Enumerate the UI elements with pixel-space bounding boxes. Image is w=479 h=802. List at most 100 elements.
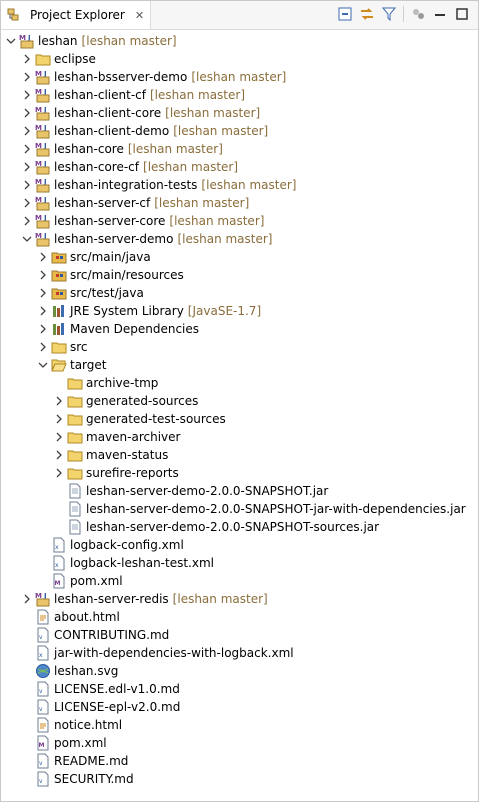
xml-file-icon: x — [35, 645, 51, 661]
tree-item[interactable]: eclipse — [1, 50, 96, 68]
no-expander — [21, 716, 33, 734]
svg-text:M: M — [35, 142, 42, 150]
collapse-all-icon[interactable] — [337, 6, 353, 22]
tree-item-label: target — [70, 358, 107, 372]
chevron-right-icon[interactable] — [21, 104, 33, 122]
tab-project-explorer[interactable]: Project Explorer ✕ — [1, 1, 152, 29]
tree-item[interactable]: surefire-reports — [1, 464, 179, 482]
minimize-icon[interactable] — [432, 6, 448, 22]
no-expander — [37, 554, 49, 572]
folder-icon — [67, 429, 83, 445]
tree-item-label: leshan-server-demo-2.0.0-SNAPSHOT-jar-wi… — [86, 502, 466, 516]
chevron-right-icon[interactable] — [21, 158, 33, 176]
tree-item[interactable]: maven-status — [1, 446, 168, 464]
tree-item-decoration: [leshan master] — [81, 34, 177, 48]
chevron-right-icon[interactable] — [37, 248, 49, 266]
chevron-right-icon[interactable] — [53, 428, 65, 446]
view-tab-bar: Project Explorer ✕ — [1, 1, 478, 30]
chevron-right-icon[interactable] — [21, 68, 33, 86]
chevron-right-icon[interactable] — [37, 284, 49, 302]
chevron-right-icon[interactable] — [21, 194, 33, 212]
tree-item[interactable]: notice.html — [1, 716, 122, 734]
chevron-right-icon[interactable] — [21, 122, 33, 140]
tree-item-label: LICENSE.edl-v1.0.md — [54, 682, 180, 696]
chevron-right-icon[interactable] — [53, 410, 65, 428]
maximize-icon[interactable] — [454, 6, 470, 22]
tree-item[interactable]: src/test/java — [1, 284, 144, 302]
tree-item[interactable]: target — [1, 356, 107, 374]
chevron-right-icon[interactable] — [21, 212, 33, 230]
svg-text:x: x — [55, 544, 59, 551]
tree-item[interactable]: Maven Dependencies — [1, 320, 199, 338]
chevron-down-icon[interactable] — [5, 32, 17, 50]
chevron-right-icon[interactable] — [21, 50, 33, 68]
tree-item[interactable]: src/main/resources — [1, 266, 184, 284]
svg-text:J: J — [43, 142, 47, 150]
tree-item[interactable]: leshan-server-demo-2.0.0-SNAPSHOT-source… — [1, 518, 379, 536]
tree-item-label: leshan-client-demo — [54, 124, 170, 138]
tree-item-label: leshan-bsserver-demo — [54, 70, 188, 84]
file-icon — [67, 501, 83, 517]
tree-item-label: README.md — [54, 754, 129, 768]
tree-item[interactable]: maven-archiver — [1, 428, 180, 446]
tree-item[interactable]: src/main/java — [1, 248, 151, 266]
tree-item-label: pom.xml — [70, 574, 123, 588]
tree-item-label: src/main/resources — [70, 268, 184, 282]
tree-item-label: CONTRIBUTING.md — [54, 628, 170, 642]
chevron-right-icon[interactable] — [53, 446, 65, 464]
chevron-right-icon[interactable] — [37, 338, 49, 356]
md-file-icon: v — [35, 681, 51, 697]
tree-item[interactable]: src — [1, 338, 88, 356]
chevron-right-icon[interactable] — [37, 320, 49, 338]
svg-text:J: J — [27, 34, 31, 42]
tree-item[interactable]: generated-sources — [1, 392, 198, 410]
chevron-down-icon[interactable] — [37, 356, 49, 374]
tree-item-label: leshan-server-demo — [54, 232, 174, 246]
svg-text:M: M — [35, 160, 42, 168]
chevron-right-icon[interactable] — [21, 86, 33, 104]
chevron-right-icon[interactable] — [37, 266, 49, 284]
focus-icon[interactable] — [410, 6, 426, 22]
chevron-right-icon[interactable] — [37, 302, 49, 320]
chevron-right-icon[interactable] — [21, 176, 33, 194]
tree-item[interactable]: JRE System Library[JavaSE-1.7] — [1, 302, 261, 320]
tree-item-label: generated-sources — [86, 394, 199, 408]
tree-item[interactable]: archive-tmp — [1, 374, 158, 392]
chevron-right-icon[interactable] — [53, 464, 65, 482]
link-with-editor-icon[interactable] — [359, 6, 375, 22]
chevron-right-icon[interactable] — [21, 590, 33, 608]
tree-item[interactable]: leshan-server-demo-2.0.0-SNAPSHOT.jar — [1, 482, 328, 500]
chevron-right-icon[interactable] — [53, 392, 65, 410]
chevron-right-icon[interactable] — [21, 140, 33, 158]
filter-icon[interactable] — [381, 6, 397, 22]
tree-item[interactable]: about.html — [1, 608, 120, 626]
tree-item[interactable]: leshan-server-demo-2.0.0-SNAPSHOT-jar-wi… — [1, 500, 466, 518]
close-icon[interactable]: ✕ — [134, 8, 145, 22]
tree-item[interactable]: leshan.svg — [1, 662, 118, 680]
tree-item-label: leshan-server-cf — [54, 196, 151, 210]
tree-item[interactable]: generated-test-sources — [1, 410, 226, 428]
chevron-down-icon[interactable] — [21, 230, 33, 248]
